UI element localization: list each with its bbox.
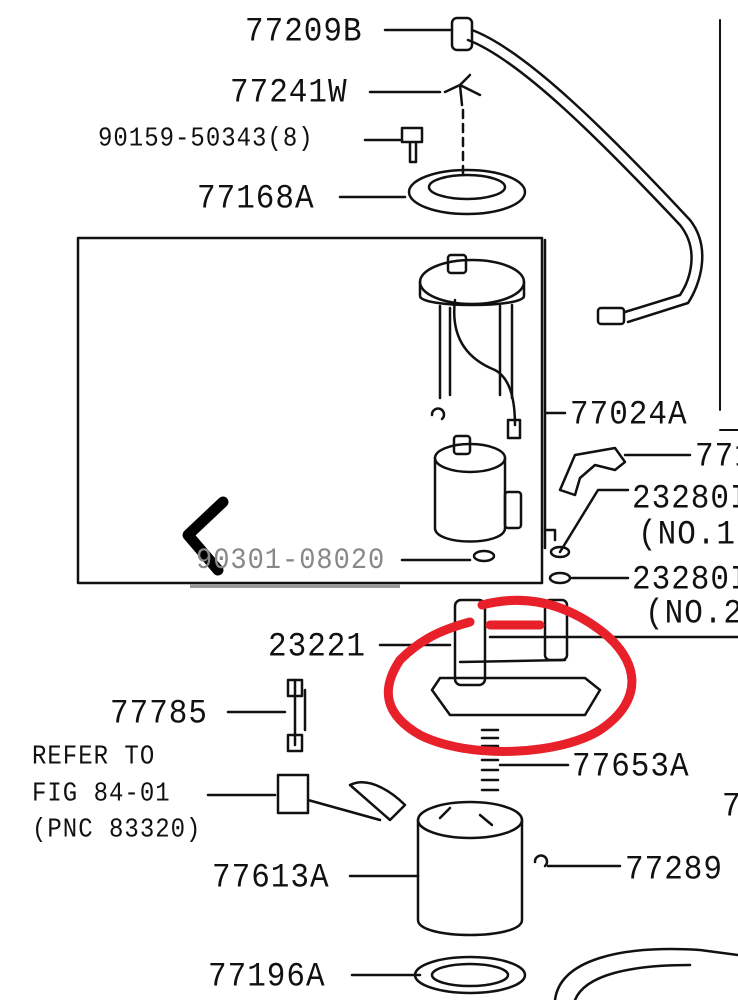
part-label-23221: 23221 — [268, 627, 367, 667]
refer-line-2: FIG 84-01 — [32, 779, 171, 810]
back-button[interactable] — [178, 490, 238, 580]
part-note-no2: (NO.2 — [645, 594, 738, 634]
part-label-77289: 77289 — [625, 850, 724, 890]
fitting — [450, 16, 474, 52]
part-label-23280-2: 23280I — [632, 560, 738, 600]
assembly-box — [76, 236, 544, 585]
part-label-90159: 90159-50343(8) — [98, 124, 314, 155]
part-label-77209B: 77209B — [245, 12, 363, 52]
part-label-77196A: 77196A — [208, 957, 326, 997]
pump-module — [418, 253, 526, 563]
part-label-7-cut: 7 — [722, 790, 738, 824]
refer-line-3: (PNC 83320) — [32, 815, 202, 846]
part-label-77785: 77785 — [110, 694, 209, 734]
part-label-77613A: 77613A — [212, 858, 330, 898]
part-label-77653A: 77653A — [572, 747, 690, 787]
gasket — [407, 168, 527, 216]
pump-cup — [416, 800, 524, 937]
part-label-77241W: 77241W — [230, 73, 348, 113]
part-label-23280-1: 23280I — [632, 479, 738, 519]
fuel-pump — [430, 598, 602, 717]
chevron-left-icon — [182, 496, 229, 576]
part-label-771: 771 — [695, 437, 738, 477]
refer-line-1: REFER TO — [32, 742, 156, 773]
spring — [480, 728, 500, 792]
annotation-circle — [383, 595, 637, 756]
part-label-90301: 90301-08020 — [196, 544, 386, 578]
fuel-hose — [466, 28, 704, 326]
part-label-77168A: 77168A — [197, 179, 315, 219]
part-label-77024A: 77024A — [570, 395, 688, 435]
part-note-no1: (NO.1 — [638, 515, 737, 555]
